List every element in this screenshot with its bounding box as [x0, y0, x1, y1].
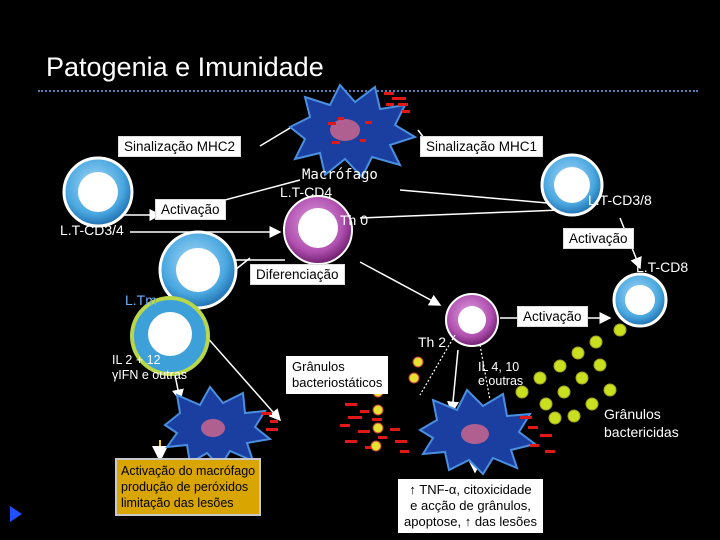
tnf-line2: e acção de grânulos, — [410, 498, 531, 513]
label-mhc2: Sinalização MHC2 — [118, 136, 242, 157]
bacteria-top — [384, 92, 410, 113]
label-activacao-right: Activação — [563, 228, 634, 249]
play-icon[interactable] — [10, 506, 22, 522]
arrow-macro-to-cd38 — [399, 189, 572, 211]
lymphocyte-th1 — [130, 296, 210, 376]
label-il-th2: IL 4, 10 e outras — [478, 360, 523, 388]
tnf-line1: ↑ TNF-α, citoxicidade — [409, 482, 532, 497]
label-mhc1: Sinalização MHC1 — [420, 136, 544, 157]
label-ltm: L.Tm — [125, 292, 157, 308]
dotted-arrow-1 — [419, 334, 456, 396]
macrophage-bottom-left — [163, 385, 273, 469]
granules-bactericidal — [515, 323, 627, 425]
page-title: Patogenia e Imunidade — [46, 52, 324, 82]
arrow-th0-to-th2 — [359, 261, 442, 306]
lymphocyte-th2 — [445, 293, 499, 347]
label-tnf: ↑ TNF-α, citoxicidade e acção de grânulo… — [398, 479, 543, 533]
label-lt-cd34: L.T-CD3/4 — [60, 222, 124, 238]
label-lt-cd4: L.T-CD4 — [280, 184, 333, 200]
label-il-th1: IL 2 + 12 γIFN e outras — [112, 353, 187, 383]
bacteria-bottom-center — [340, 403, 555, 453]
arrow-th1-to-macro-c — [204, 334, 281, 422]
granulos-bst-line1: Grânulos — [292, 359, 345, 374]
label-th2: Th 2 — [418, 334, 447, 350]
label-lt-cd38: L.T-CD3/8 — [588, 192, 652, 208]
label-activacao-macrofago: Activação do macrófago produção de peróx… — [115, 458, 262, 516]
macrophage-bottom-center — [418, 388, 538, 476]
lymphocyte-ltm — [158, 230, 238, 310]
arrow-to-th0 — [359, 209, 561, 219]
macrophage-top — [288, 83, 418, 179]
label-activacao-th2: Activação — [517, 306, 588, 327]
bacteria-bottom-left — [262, 412, 278, 431]
granulos-bst-line2: bacteriostáticos — [292, 375, 383, 390]
il-th2-line2: e outras — [478, 374, 524, 388]
yellow-line1: Activação do macrófago — [121, 464, 256, 478]
label-th1: Th 1 — [153, 326, 182, 342]
label-granulos-bacteriostaticos: Grânulos bacteriostáticos — [286, 356, 389, 394]
label-activacao-left: Activação — [155, 199, 226, 220]
lymphocyte-cd4 — [62, 156, 134, 228]
label-diferenciacao: Diferenciação — [250, 264, 345, 285]
label-granulos-bactericidas: Grânulos bactericidas — [604, 405, 679, 441]
lymphocyte-th0 — [283, 195, 353, 265]
tnf-line3: apoptose, ↑ das lesões — [404, 514, 537, 529]
label-th0: Th 0 — [340, 212, 369, 228]
dotted-arrow-2 — [479, 344, 491, 401]
label-macrofago: Macrófago — [302, 167, 378, 183]
yellow-line2: produção de peróxidos — [121, 480, 249, 494]
lymphocyte-cd8-right — [612, 272, 668, 328]
arrow-th2-to-macro — [447, 349, 459, 414]
il-th1-line1: IL 2 + 12 — [112, 353, 161, 367]
lymphocyte-cd8-top — [540, 153, 604, 217]
granulos-bc-line1: Grânulos — [604, 406, 661, 422]
granulos-bc-line2: bactericidas — [604, 424, 679, 440]
il-th2-line1: IL 4, 10 — [478, 360, 520, 374]
yellow-line3: limitação das lesões — [121, 496, 234, 510]
label-lt-cd8: L.T-CD8 — [636, 259, 689, 275]
il-th1-line2: γIFN e outras — [112, 368, 188, 382]
